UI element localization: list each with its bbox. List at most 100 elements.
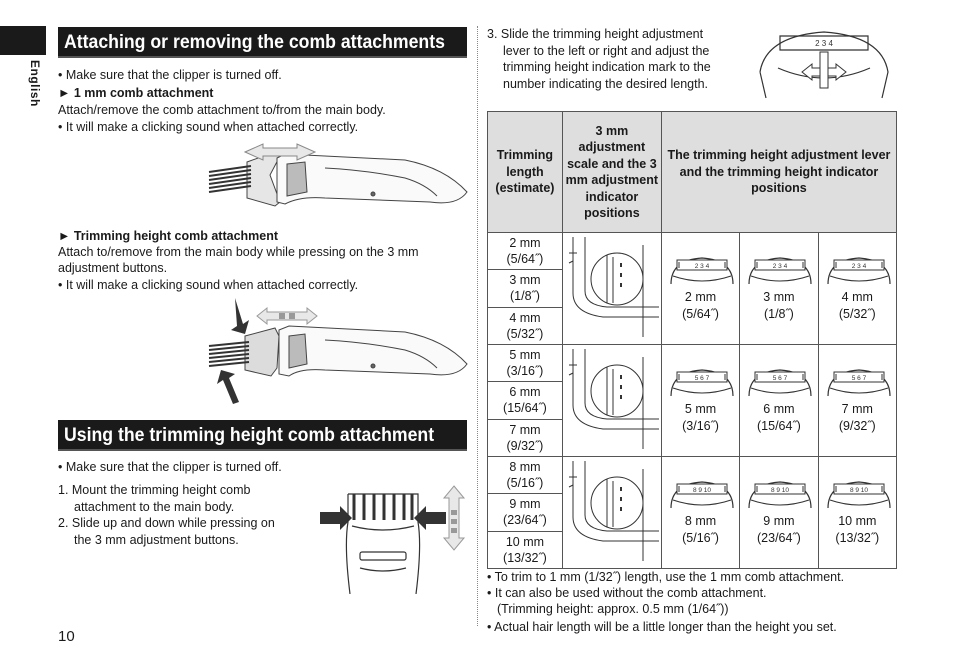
length-mm: 4 mm <box>509 310 541 325</box>
step3-line3: trimming height indication mark to the <box>503 60 711 74</box>
position-inch: (5/64˝) <box>682 306 719 321</box>
lever-position-label: 8 mm (5/16˝) <box>662 513 739 546</box>
trimming-length-cell: 8 mm(5/16˝) <box>487 455 563 495</box>
dial-scale-numbers: 8 9 10 <box>771 487 789 494</box>
length-inch: (5/64˝) <box>506 252 544 267</box>
adjustment-indicator-figure <box>568 461 659 561</box>
length-inch: (9/32˝) <box>506 438 544 453</box>
length-inch: (5/32˝) <box>506 326 544 341</box>
trimming-length-cell: 9 mm(23/64˝) <box>487 493 563 532</box>
position-inch: (3/16˝) <box>682 418 719 433</box>
lever-position-label: 4 mm(5/32˝) <box>819 289 896 322</box>
dial-scale-icon: 8 9 10 <box>748 481 812 509</box>
position-inch: (23/64˝) <box>757 530 801 545</box>
position-mm: 3 mm <box>763 290 795 304</box>
header-lever-positions: The trimming height adjustment lever and… <box>660 111 898 233</box>
language-tab-marker <box>0 26 46 55</box>
footnote-1mm: • To trim to 1 mm (1/32˝) length, use th… <box>487 570 845 584</box>
page-number: 10 <box>58 628 75 645</box>
length-mm: 9 mm <box>509 497 541 512</box>
sub2-bullet: • It will make a clicking sound when att… <box>58 278 359 292</box>
position-inch: (5/16˝) <box>682 530 719 545</box>
position-mm: 8 mm <box>684 514 717 528</box>
table-header-row: Trimming length (estimate) 3 mm adjustme… <box>487 111 898 233</box>
lever-position-label: 10 mm(13/32˝) <box>819 513 896 546</box>
comb-front-illustration <box>320 485 466 594</box>
length-inch: (5/16˝) <box>506 476 544 491</box>
dial-scale-icon: 8 9 10 <box>826 481 891 509</box>
lever-position-label: 7 mm(9/32˝) <box>819 401 896 434</box>
length-inch: (13/32˝) <box>503 550 547 565</box>
lever-position-cell: 2 3 4 3 mm (1/8˝) <box>739 232 819 345</box>
dial-scale-icon: 2 3 4 <box>826 257 891 285</box>
section-heading-attaching: Attaching or removing the comb attachmen… <box>58 27 467 58</box>
lever-position-label: 5 mm (3/16˝) <box>662 401 739 434</box>
lever-position-label: 9 mm(23/64˝) <box>740 513 817 546</box>
section1-note: • Make sure that the clipper is turned o… <box>58 68 282 82</box>
dial-scale-numbers: 5 6 7 <box>773 375 788 382</box>
dial-scale-icon: 5 6 7 <box>826 369 891 397</box>
position-mm: 2 mm <box>684 290 717 304</box>
dial-scale-numbers: 8 9 10 <box>693 487 711 494</box>
trimming-length-cell: 6 mm(15/64˝) <box>487 381 563 420</box>
subheading-1mm-comb: ► 1 mm comb attachment <box>58 86 214 100</box>
dial-scale-numbers: 5 6 7 <box>695 375 710 382</box>
footnote-no-comb-height: (Trimming height: approx. 0.5 mm (1/64˝)… <box>497 602 729 616</box>
lever-position-cell: 5 6 7 7 mm(9/32˝) <box>817 344 898 457</box>
step3-line1: 3. Slide the trimming height adjustment <box>487 27 704 41</box>
sub2-instruction-line1: Attach to/remove from the main body whil… <box>58 245 419 259</box>
length-mm: 7 mm <box>509 422 541 437</box>
lever-position-cell: 8 9 10 10 mm(13/32˝) <box>817 456 898 569</box>
step3-line4: number indicating the desired length. <box>503 77 708 91</box>
length-mm: 5 mm <box>509 348 541 363</box>
table-row: 3 mm(1/8˝) <box>487 269 897 308</box>
lever-position-cell: 5 6 7 6 mm(15/64˝) <box>739 344 819 457</box>
table-row: 4 mm(5/32˝) <box>487 306 897 346</box>
dial-scale-numbers: 5 6 7 <box>851 375 866 382</box>
section2-note: • Make sure that the clipper is turned o… <box>58 460 282 474</box>
lever-position-label: 6 mm(15/64˝) <box>740 401 817 434</box>
position-inch: (13/32˝) <box>835 530 880 545</box>
adjustment-indicator-figure <box>568 349 659 449</box>
dial-scale-icon: 2 3 4 <box>748 257 812 285</box>
dial-scale-icon: 5 6 7 <box>670 369 734 397</box>
position-inch: (15/64˝) <box>757 418 801 433</box>
length-inch: (15/64˝) <box>503 401 547 416</box>
adjustment-lever-illustration: 2 3 4 <box>759 31 889 99</box>
trimming-length-cell: 7 mm(9/32˝) <box>487 418 563 458</box>
column-divider <box>477 26 478 626</box>
header-trimming-length: Trimming length (estimate) <box>487 111 563 233</box>
indicator-figure-cell <box>561 456 662 569</box>
trimming-length-cell: 2 mm(5/64˝) <box>487 231 563 271</box>
dial-scale-icon: 2 3 4 <box>670 257 734 285</box>
dial-scale-icon: 5 6 7 <box>748 369 812 397</box>
adjustment-indicator-figure <box>568 237 659 337</box>
position-inch: (1/8˝) <box>763 306 794 321</box>
indicator-figure-cell <box>561 344 662 457</box>
sub2-instruction-line2: adjustment buttons. <box>58 261 168 275</box>
lever-position-cell: 5 6 7 5 mm (3/16˝) <box>660 344 741 457</box>
length-inch: (3/16˝) <box>506 364 544 379</box>
lever-position-label: 3 mm (1/8˝) <box>740 289 817 322</box>
dial-scale-icon: 8 9 10 <box>670 481 734 509</box>
footnote-actual-length: • Actual hair length will be a little lo… <box>487 620 837 634</box>
position-mm: 7 mm <box>841 402 873 416</box>
table-row: 7 mm(9/32˝) <box>487 418 897 458</box>
table-row: 9 mm(23/64˝) <box>487 493 897 532</box>
dial-scale-numbers: 2 3 4 <box>851 263 866 270</box>
section-heading-using: Using the trimming height comb attachmen… <box>58 420 467 451</box>
trimming-length-table: Trimming length (estimate) 3 mm adjustme… <box>487 111 898 570</box>
lever-position-cell: 2 3 4 4 mm(5/32˝) <box>817 232 898 345</box>
length-mm: 6 mm <box>509 385 541 400</box>
position-mm: 5 mm <box>684 402 717 416</box>
dial-scale-numbers: 2 3 4 <box>695 263 710 270</box>
length-inch: (23/64˝) <box>503 513 547 528</box>
length-mm: 8 mm <box>509 460 541 475</box>
step2-line2: the 3 mm adjustment buttons. <box>74 533 239 547</box>
subheading-trimming-comb: ► Trimming height comb attachment <box>58 229 279 243</box>
dial-scale-numbers: 2 3 4 <box>773 263 788 270</box>
length-mm: 10 mm <box>505 534 545 549</box>
step3-line2: lever to the left or right and adjust th… <box>503 44 710 58</box>
